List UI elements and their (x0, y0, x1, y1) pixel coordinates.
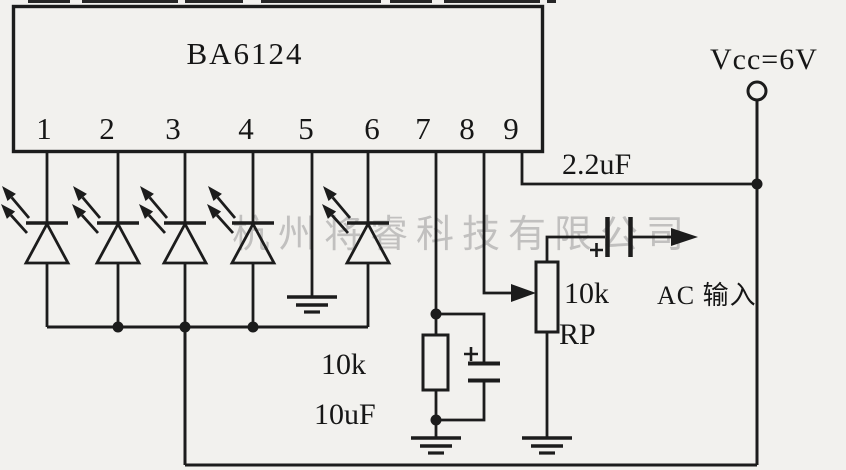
pin-label-8: 8 (459, 111, 475, 146)
resistor-value: 10k (321, 348, 366, 381)
ic-title: BA6124 (186, 36, 304, 71)
pot-value: 10k (564, 277, 609, 310)
capacitor-10uf (464, 347, 500, 383)
pin-label-4: 4 (238, 111, 254, 146)
pin-label-9: 9 (503, 111, 519, 146)
capacitor-2-2uf (590, 217, 672, 257)
wiper-arrow-icon (511, 284, 536, 302)
junction-dot (112, 321, 124, 333)
cap-10uf-top-wire (436, 312, 486, 363)
junction-dot (751, 178, 763, 190)
ac-input-arrow-icon (671, 228, 698, 246)
ground-resistor (409, 436, 463, 455)
plus-sign-10uf (464, 347, 478, 361)
pin-label-2: 2 (99, 111, 115, 146)
electrolytic-cap-value: 10uF (314, 398, 376, 431)
led-2 (70, 184, 141, 329)
junction-dot (247, 321, 259, 333)
led-5 (320, 184, 391, 329)
pot-top-wire (545, 235, 605, 262)
plus-sign-2-2uf (590, 243, 603, 257)
pin-label-6: 6 (364, 111, 380, 146)
ic-body-ba6124 (11, 4, 545, 154)
cap-10uf-bottom-wire (436, 382, 486, 422)
coupling-cap-value: 2.2uF (562, 148, 632, 181)
potentiometer-rp (534, 260, 560, 334)
vcc-label: Vcc=6V (710, 43, 818, 76)
resistor-10k (421, 333, 450, 392)
pin-9-wire (520, 152, 757, 186)
ground-pin5 (285, 295, 339, 314)
ac-input-label: AC 输入 (657, 281, 757, 310)
junction-dot (179, 321, 191, 333)
pin-label-3: 3 (165, 111, 181, 146)
pin-wires (45, 152, 757, 335)
pin-8-wire (482, 152, 512, 295)
pin-label-1: 1 (36, 111, 52, 146)
junction-dot (430, 414, 442, 426)
pin-label-5: 5 (298, 111, 314, 146)
led-4 (205, 184, 276, 329)
ground-pot (520, 436, 574, 455)
vcc-terminal (746, 80, 768, 102)
junction-dot (430, 308, 442, 320)
pin-label-7: 7 (415, 111, 431, 146)
led-1 (0, 184, 70, 329)
junction-dots (112, 178, 763, 426)
pot-name: RP (559, 318, 596, 351)
led-3 (137, 184, 208, 329)
